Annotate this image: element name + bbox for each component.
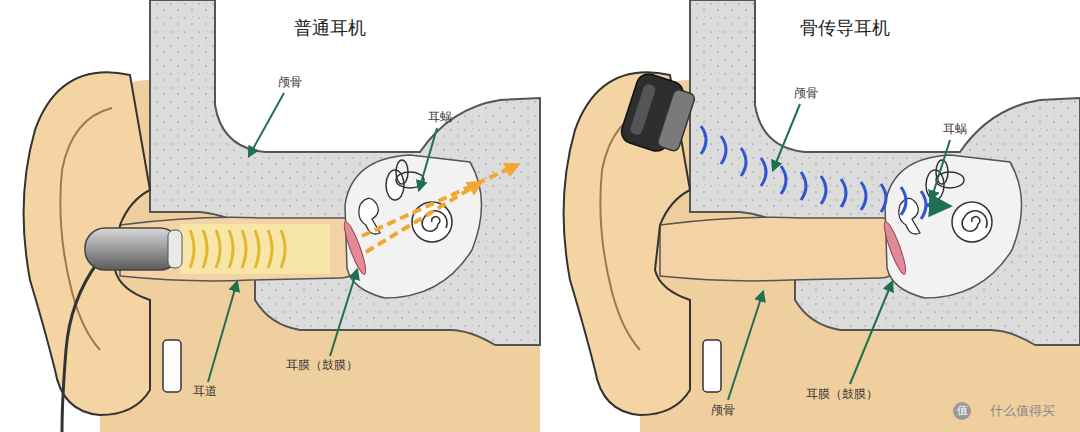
part-label: 颅骨 [711,404,735,418]
cable [62,262,98,432]
part-label: 耳膜（鼓膜） [286,359,358,373]
sound-waves [190,230,285,268]
ear-section [564,0,1080,432]
part-label: 颅骨 [278,76,302,90]
bone-speaker [618,71,697,158]
sound-path [362,166,515,252]
part-label: 耳道 [193,385,217,399]
leader-line [208,93,950,400]
part-label: 耳膜（鼓膜） [806,388,878,402]
panel-title: 骨传导耳机 [800,18,890,39]
ear-section [24,0,540,432]
part-label: 颅骨 [794,87,818,101]
sound-channel [180,224,330,274]
part-label: 耳蜗 [428,111,452,125]
part-label: 耳蜗 [943,123,967,137]
watermark: 什么值得买 [990,404,1055,419]
earphone [85,228,180,270]
bone-waves [925,205,948,206]
panel-title: 普通耳机 [294,18,366,39]
earphone-tip [168,230,182,268]
watermark-logo [953,402,971,420]
watermark-logo-text: 值 [957,405,968,418]
bone-waves [701,126,926,219]
